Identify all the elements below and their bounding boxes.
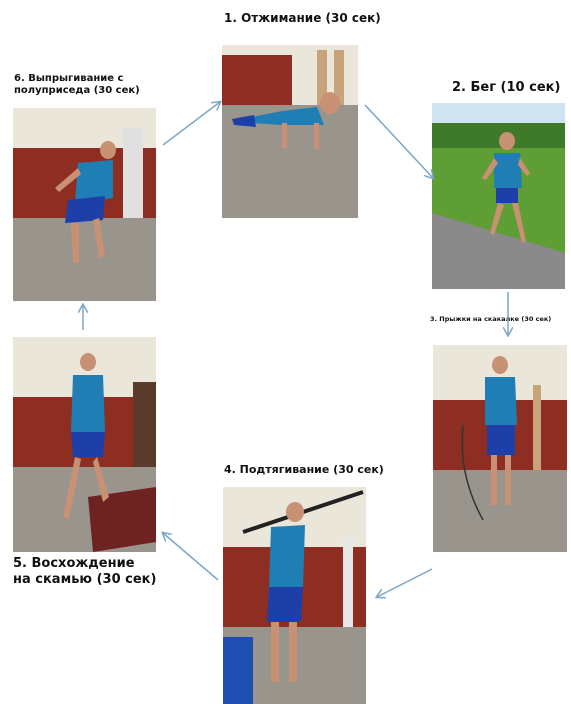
step-3-photo <box>433 345 567 552</box>
arrow-3-to-4 <box>377 569 432 597</box>
person-step-up-icon <box>13 337 156 552</box>
step-1-label: 1. Отжимание (30 сек) <box>224 11 381 25</box>
step-4-label: 4. Подтягивание (30 сек) <box>224 463 384 476</box>
step-6-label: 6. Выпрыгивание с полуприседа (30 сек) <box>14 73 140 97</box>
step-4-photo <box>223 487 366 704</box>
step-1-photo <box>222 45 358 218</box>
step-6-photo <box>13 108 156 301</box>
arrow-1-to-2 <box>365 105 433 178</box>
person-squat-jump-icon <box>13 108 156 301</box>
person-push-up-icon <box>222 45 358 218</box>
arrow-4-to-5 <box>163 533 218 580</box>
person-running-icon <box>432 103 565 289</box>
step-2-label: 2. Бег (10 сек) <box>452 80 560 96</box>
person-jump-rope-icon <box>433 345 567 552</box>
step-3-label: 3. Прыжки на скакалке (30 сек) <box>430 316 551 324</box>
arrow-6-to-1 <box>163 102 220 145</box>
step-5-label: 5. Восхождение на скамью (30 сек) <box>13 556 156 587</box>
step-2-photo <box>432 103 565 289</box>
step-5-photo <box>13 337 156 552</box>
person-barbell-icon <box>223 487 366 704</box>
